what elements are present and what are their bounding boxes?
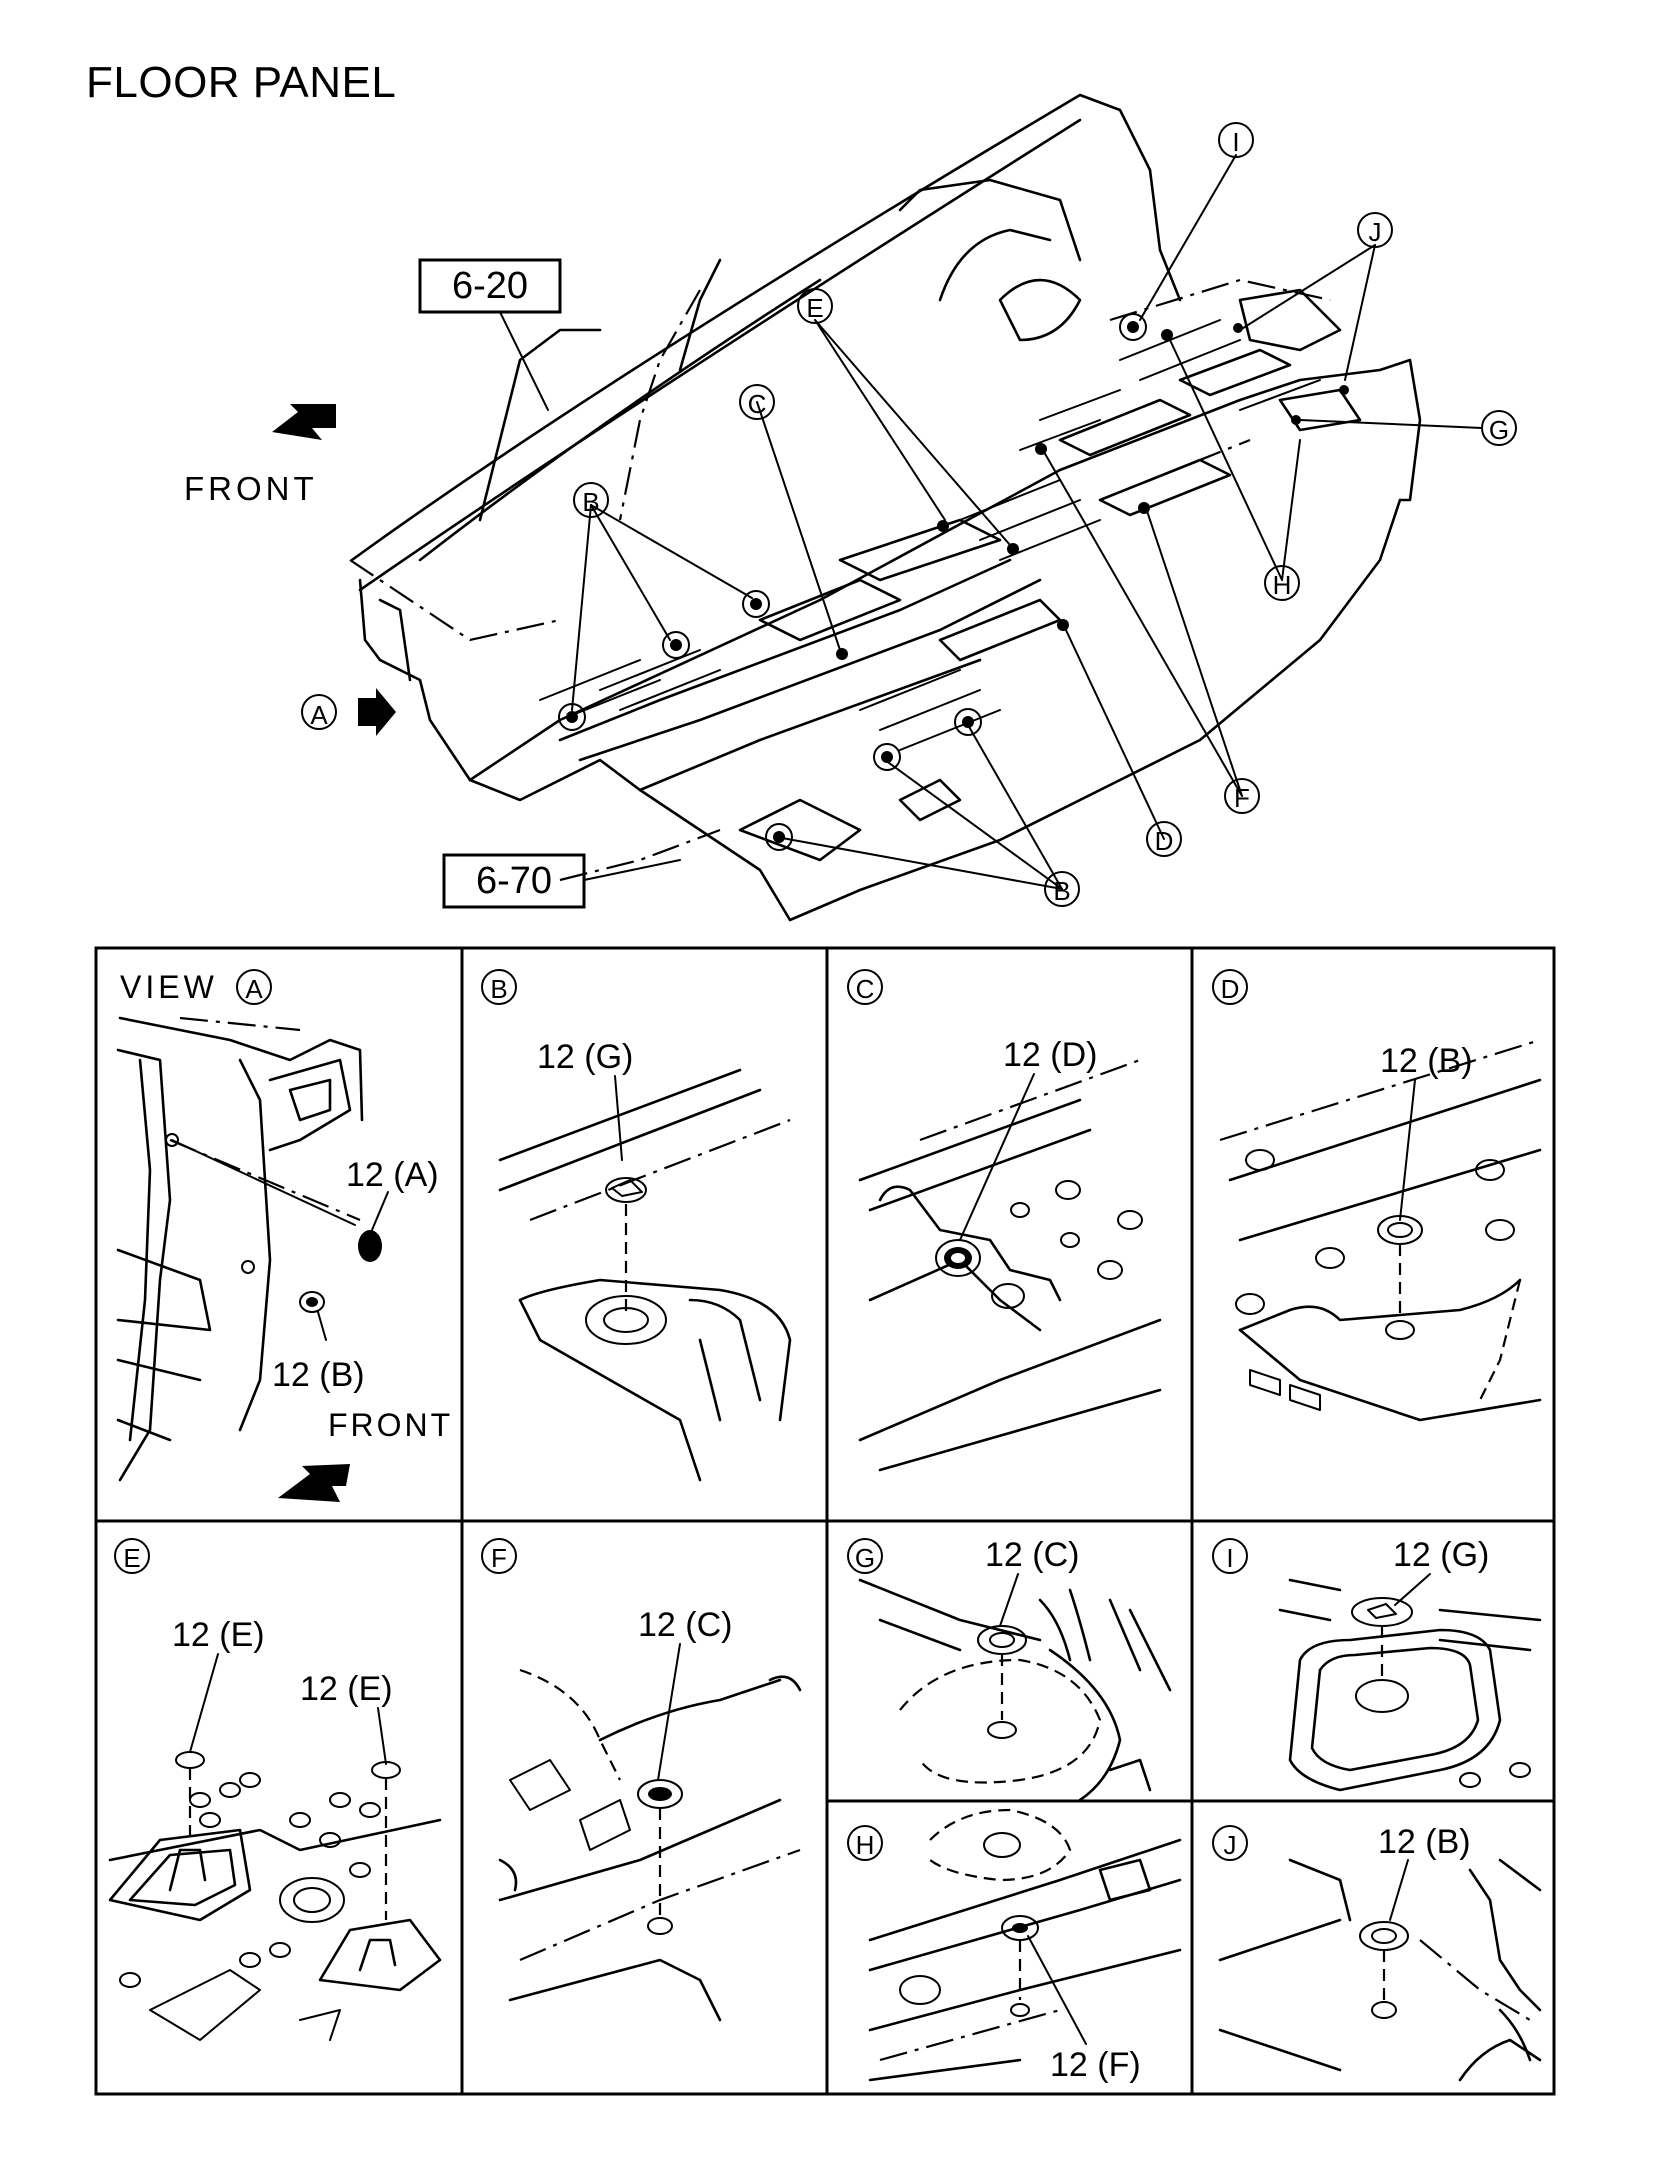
callout-h: H: [1264, 565, 1300, 601]
svg-text:12 (C): 12 (C): [985, 1536, 1079, 1574]
panel-i: I 12 (G): [1212, 1536, 1542, 1792]
svg-text:12 (G): 12 (G): [537, 1038, 633, 1076]
svg-text:E: E: [806, 293, 823, 323]
callout-f: F: [1224, 778, 1260, 814]
panel-c: C 12 (D): [847, 969, 1162, 1472]
panel-f: F 12 (C): [481, 1538, 802, 2022]
overview-illustration: 6-20 6-70 FRONT A I J E C G B H F D B: [184, 93, 1517, 922]
ref-box-6-70: 6-70: [442, 853, 681, 909]
svg-text:6-70: 6-70: [476, 860, 552, 902]
svg-text:C: C: [856, 974, 875, 1004]
panel-view-a: VIEW A 12 (A) 12 (B) FRONT: [116, 969, 453, 1502]
callout-j: J: [1357, 212, 1393, 248]
svg-text:6-20: 6-20: [452, 265, 528, 307]
svg-text:B: B: [490, 974, 507, 1004]
svg-text:12 (F): 12 (F): [1050, 2046, 1141, 2084]
panel-j: J 12 (B): [1212, 1823, 1542, 2082]
svg-text:12 (B): 12 (B): [1378, 1823, 1471, 1861]
ref-box-6-20: 6-20: [418, 258, 562, 411]
panel-g: G 12 (C): [847, 1536, 1172, 1802]
svg-text:12 (D): 12 (D): [1003, 1036, 1097, 1074]
svg-text:I: I: [1226, 1543, 1233, 1573]
panel-d: D 12 (B): [1212, 969, 1542, 1422]
svg-text:C: C: [748, 389, 767, 419]
svg-text:12 (A): 12 (A): [346, 1156, 439, 1194]
front-arrow: FRONT: [184, 404, 336, 507]
svg-text:E: E: [123, 1543, 140, 1573]
svg-text:F: F: [1234, 783, 1250, 813]
svg-text:FRONT: FRONT: [328, 1407, 453, 1443]
svg-text:A: A: [245, 974, 263, 1004]
svg-text:B: B: [582, 487, 599, 517]
callout-b-top: B: [573, 482, 609, 518]
panel-e: E 12 (E) 12 (E): [108, 1538, 442, 2041]
svg-text:J: J: [1369, 217, 1382, 247]
svg-text:H: H: [856, 1830, 875, 1860]
svg-text:H: H: [1273, 570, 1292, 600]
callout-i: I: [1218, 122, 1254, 158]
page-title: FLOOR PANEL: [86, 58, 397, 107]
svg-text:VIEW: VIEW: [120, 969, 218, 1005]
svg-text:D: D: [1155, 826, 1174, 856]
callout-g: G: [1481, 410, 1517, 446]
svg-text:12 (E): 12 (E): [300, 1670, 393, 1708]
svg-text:I: I: [1232, 127, 1239, 157]
panel-h: H 12 (F): [847, 1808, 1182, 2084]
svg-text:D: D: [1221, 974, 1240, 1004]
svg-text:J: J: [1224, 1830, 1237, 1860]
svg-text:12 (E): 12 (E): [172, 1616, 265, 1654]
callout-leader-lines: [571, 154, 1483, 890]
svg-text:12 (B): 12 (B): [1380, 1042, 1473, 1080]
svg-text:12 (C): 12 (C): [638, 1606, 732, 1644]
svg-text:G: G: [1489, 415, 1509, 445]
svg-text:FRONT: FRONT: [184, 470, 318, 507]
svg-text:12 (G): 12 (G): [1393, 1536, 1489, 1574]
callout-c: C: [739, 384, 775, 420]
svg-text:G: G: [855, 1543, 875, 1573]
view-a-marker: A: [301, 688, 396, 736]
callout-d: D: [1146, 821, 1182, 857]
callout-b-bottom: B: [1044, 871, 1080, 907]
svg-text:F: F: [491, 1543, 507, 1573]
panel-b: B 12 (G): [481, 969, 792, 1482]
svg-text:B: B: [1053, 876, 1070, 906]
svg-text:A: A: [310, 700, 328, 730]
callout-e: E: [797, 288, 833, 324]
detail-grid: [94, 946, 1556, 2096]
svg-text:12 (B): 12 (B): [272, 1356, 365, 1394]
